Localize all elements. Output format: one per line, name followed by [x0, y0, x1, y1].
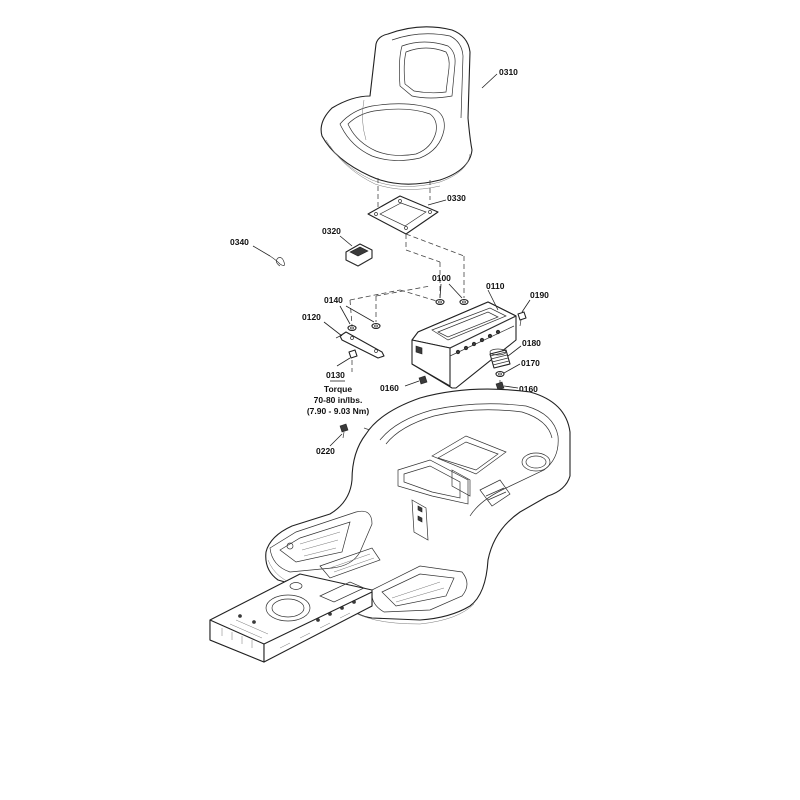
torque-line-2: 70-80 in/lbs. [314, 395, 363, 405]
label-0130: 0130 [326, 370, 345, 380]
seat-switch-part-0320[interactable] [345, 243, 373, 267]
label-0310: 0310 [499, 67, 518, 77]
label-0320: 0320 [322, 226, 341, 236]
bolt-part-0220[interactable] [339, 423, 349, 439]
torque-line-3: (7.90 - 9.03 Nm) [307, 406, 370, 416]
leader-0220 [329, 433, 343, 447]
torque-line-1: Torque [324, 384, 352, 394]
leader-0110 [487, 289, 499, 311]
label-0220: 0220 [316, 446, 335, 456]
label-0100: 0100 [432, 273, 451, 283]
seat-part-0310[interactable] [320, 26, 473, 190]
leader-0190 [521, 299, 531, 313]
leader-0100a [439, 283, 442, 299]
spring-part-0180[interactable] [489, 348, 511, 369]
leader-0320 [339, 235, 353, 247]
leader-0140a [339, 305, 351, 325]
label-0180: 0180 [522, 338, 541, 348]
label-0160a: 0160 [380, 383, 399, 393]
leader-0180 [507, 345, 522, 357]
washer-part-0170[interactable] [495, 370, 505, 378]
bolt-part-0190[interactable] [517, 311, 527, 327]
washer-part-0100[interactable] [435, 298, 469, 306]
label-0110: 0110 [486, 281, 505, 291]
nut-part-0130[interactable] [348, 349, 358, 359]
label-0160b: 0160 [519, 384, 538, 394]
label-0190: 0190 [530, 290, 549, 300]
washer-part-0140[interactable] [347, 322, 381, 332]
nut-part-0160-left[interactable] [418, 375, 428, 385]
leader-0330 [427, 199, 447, 206]
label-0170: 0170 [521, 358, 540, 368]
seat-mount-dashes [377, 178, 431, 214]
label-0140: 0140 [324, 295, 343, 305]
leader-0100b [448, 283, 463, 299]
seat-bracket-part-0110[interactable] [411, 301, 517, 389]
leader-0120 [323, 321, 343, 337]
wire-clip-part-0340[interactable] [269, 255, 285, 267]
lever-part-0120[interactable] [335, 331, 385, 359]
chassis-frame-rail [209, 547, 381, 663]
leader-0140b [345, 305, 375, 323]
label-0120: 0120 [302, 312, 321, 322]
leader-0340 [252, 245, 271, 257]
label-0330: 0330 [447, 193, 466, 203]
leader-0160b [503, 385, 519, 389]
leader-0130 [336, 357, 351, 367]
leader-0170 [503, 363, 521, 374]
chassis-fender [265, 388, 571, 625]
label-0340: 0340 [230, 237, 249, 247]
leader-0160a [404, 380, 420, 387]
nut-part-0160-right[interactable] [495, 381, 505, 391]
mount-plate-part-0330[interactable] [367, 195, 439, 235]
leader-0310 [481, 73, 498, 89]
